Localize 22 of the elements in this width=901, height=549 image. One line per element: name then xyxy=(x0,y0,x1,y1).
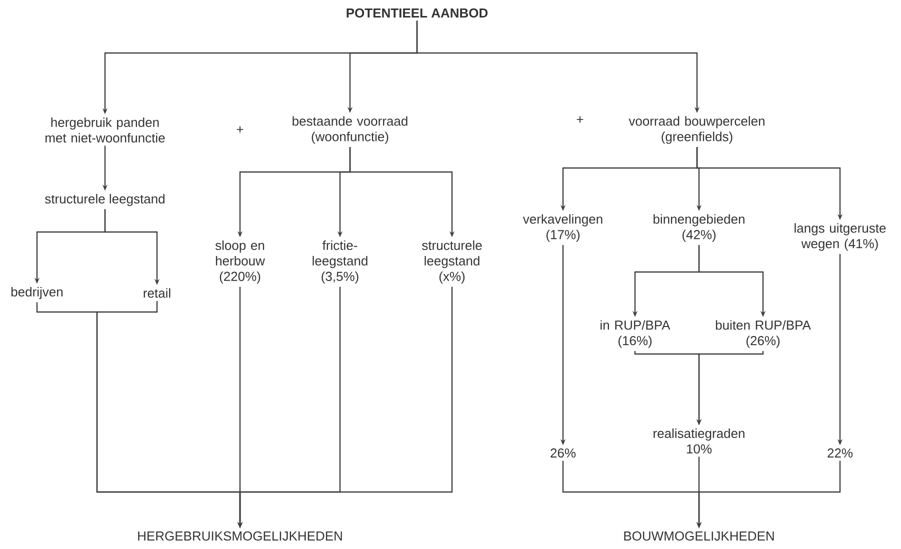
plus-sign: + xyxy=(576,116,584,123)
category-label: structurele leegstand xyxy=(45,194,164,206)
category-label: sloop en herbouw (220%) xyxy=(215,240,265,284)
category-label: buiten RUP/BPA (26%) xyxy=(716,320,811,348)
plus-sign: + xyxy=(236,126,244,133)
category-label: voorraad bouwpercelen (greenfields) xyxy=(628,116,764,144)
category-label: langs uitgeruste wegen (41%) xyxy=(794,223,886,251)
category-label: structurele leegstand (x%) xyxy=(422,240,482,284)
category-label: bedrijven xyxy=(11,286,63,300)
percentage-label: realisatiegraden 10% xyxy=(654,428,744,454)
category-label: in RUP/BPA (16%) xyxy=(600,320,670,348)
category-label: retail xyxy=(144,288,170,298)
result-label: HERGEBRUIKSMOGELIJKHEDEN xyxy=(138,531,342,541)
percentage-label: 26% xyxy=(550,448,576,458)
category-label: hergebruik panden met niet-woonfunctie xyxy=(46,117,165,143)
result-label: BOUWMOGELIJKHEDEN xyxy=(624,531,774,541)
heading-label: POTENTIEEL AANBOD xyxy=(346,8,488,18)
percentage-label: 22% xyxy=(828,448,853,458)
category-label: frictie- leegstand (3,5%) xyxy=(312,240,368,284)
category-label: binnengebieden (42%) xyxy=(654,214,744,242)
category-label: bestaande voorraad (woonfunctie) xyxy=(292,116,408,144)
category-label: verkavelingen (17%) xyxy=(522,214,602,242)
